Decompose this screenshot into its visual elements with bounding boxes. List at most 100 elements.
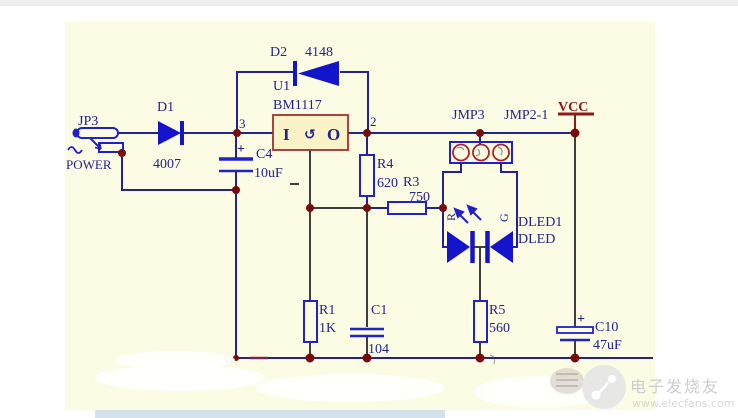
diode-d2: D2 4148 [270, 45, 339, 86]
resistor-r4: R4 620 [359, 154, 398, 197]
r4-body [359, 154, 375, 197]
jmp3-pad-1 [452, 143, 470, 162]
d1-value-label: 4007 [153, 157, 181, 172]
faded-footprint-lines [556, 373, 578, 387]
elecfans-logo-dot-2 [608, 375, 616, 383]
r1-body [303, 300, 318, 343]
blotch-1 [115, 351, 235, 369]
led-emission-arrows [453, 204, 482, 224]
resistor-r1: R1 1K [303, 300, 336, 343]
d2-triangle [298, 61, 339, 86]
schematic-background [65, 22, 655, 410]
jmp2-1-label: JMP2-1 [504, 108, 548, 123]
wire-jmp3-left-leg [442, 163, 462, 248]
c4-value-label: 10uF [254, 166, 283, 181]
r1-ref-label: R1 [319, 303, 335, 318]
capacitor-c10: + C10 47uF [556, 312, 622, 353]
r3-ref-label: R3 [403, 175, 419, 190]
capacitor-c1: C1 104 [350, 303, 389, 357]
junction-c10-gnd [570, 353, 580, 363]
jmp3-pad-2 [472, 143, 490, 162]
dled-part-label: DLED [518, 232, 555, 247]
wire-jmp3-right-leg [500, 163, 518, 248]
blotch-2 [95, 365, 265, 391]
junction-jmp3-top [476, 129, 484, 137]
u1-regulator: I ↺ O U1 BM1117 3 2 [239, 79, 377, 151]
jmp3-label: JMP3 [452, 108, 485, 123]
junction-r5-gnd [475, 353, 485, 363]
elecfans-logo-dot-1 [591, 390, 601, 400]
junction-node2 [363, 129, 371, 137]
resistor-r5: R5 560 [473, 300, 510, 343]
jmp3-pad-3 [492, 143, 510, 162]
vcc-power-symbol: VCC [558, 100, 594, 133]
u1-ref-label: U1 [273, 79, 290, 94]
u1-pin-gnd-glyph: ↺ [304, 127, 316, 143]
jmp3-jumper-header: JMP3 JMP2-1 [449, 108, 548, 164]
led-red-label: R [444, 213, 458, 221]
blotch-4 [475, 376, 605, 408]
led-arrow-head-1 [453, 207, 465, 219]
r3-body [387, 201, 427, 215]
junction-adj-right [363, 204, 371, 212]
elecfans-url-text: www.elecfans.com [632, 397, 734, 410]
jp3-power-connector: JP3 POWER [66, 114, 124, 172]
u1-pin2-number: 2 [370, 114, 377, 129]
erased-watermark-blotches [95, 351, 605, 408]
c1-ref-label: C1 [371, 303, 387, 318]
r4-ref-label: R4 [377, 157, 393, 172]
jp3-power-label: POWER [66, 157, 112, 172]
elecfans-watermark: 电子发烧友 www.elecfans.com [582, 365, 734, 410]
u1-part-label: BM1117 [273, 98, 322, 113]
resistor-r3: R3 750 [387, 175, 430, 215]
c10-plate-top [556, 326, 594, 334]
rail-hook-artifact [489, 354, 496, 365]
junction-c4-gnd [232, 186, 240, 194]
led-left-triangle [447, 231, 470, 263]
junction-jp3-gnd [118, 149, 126, 157]
capacitor-c4: + C4 10uF [219, 142, 283, 181]
u1-pin-out-label: O [327, 125, 340, 144]
dled-ref-label: DLED1 [518, 215, 562, 230]
bottom-strip-artifact [95, 410, 445, 418]
c10-ref-label: C10 [595, 320, 618, 335]
junction-c1-gnd [362, 353, 372, 363]
r5-value-label: 560 [489, 321, 510, 336]
wires-blue [118, 71, 653, 359]
wire-ground-left [121, 153, 237, 358]
r3-value-label: 750 [409, 190, 430, 205]
c1-value-label: 104 [368, 342, 389, 357]
c4-ref-label: C4 [256, 147, 272, 162]
dual-led-dled1: R G DLED1 DLED [444, 204, 562, 263]
junction-r3-led [439, 204, 447, 212]
c10-value-label: 47uF [593, 338, 622, 353]
u1-pin-in-label: I [283, 125, 290, 144]
r1-value-label: 1K [319, 321, 336, 336]
r5-ref-label: R5 [489, 303, 505, 318]
jmp3-outline [449, 141, 513, 164]
c10-plus-sign: + [577, 312, 585, 327]
junction-node3 [233, 129, 241, 137]
jmp3-pad-marks [456, 146, 503, 157]
c4-plus-sign: + [237, 142, 245, 157]
u1-body [272, 114, 349, 151]
led-right-triangle [490, 231, 513, 263]
r5-body [473, 300, 488, 343]
blotch-3 [255, 374, 445, 402]
elecfans-logo-trace [598, 381, 610, 394]
elecfans-brand-text: 电子发烧友 [630, 377, 720, 396]
diode-d1: D1 4007 [153, 100, 184, 172]
junction-vcc [570, 128, 580, 138]
jp3-ref-label: JP3 [78, 114, 98, 129]
vcc-label: VCC [558, 100, 588, 115]
junction-dots [118, 128, 580, 363]
faded-footprint [550, 368, 584, 394]
jp3-tilde [67, 146, 83, 154]
junction-adj-left [306, 204, 314, 212]
u1-pin3-number: 3 [239, 116, 246, 131]
d2-value-label: 4148 [305, 45, 333, 60]
r4-value-label: 620 [377, 176, 398, 191]
led-arrow-head-2 [466, 204, 478, 216]
